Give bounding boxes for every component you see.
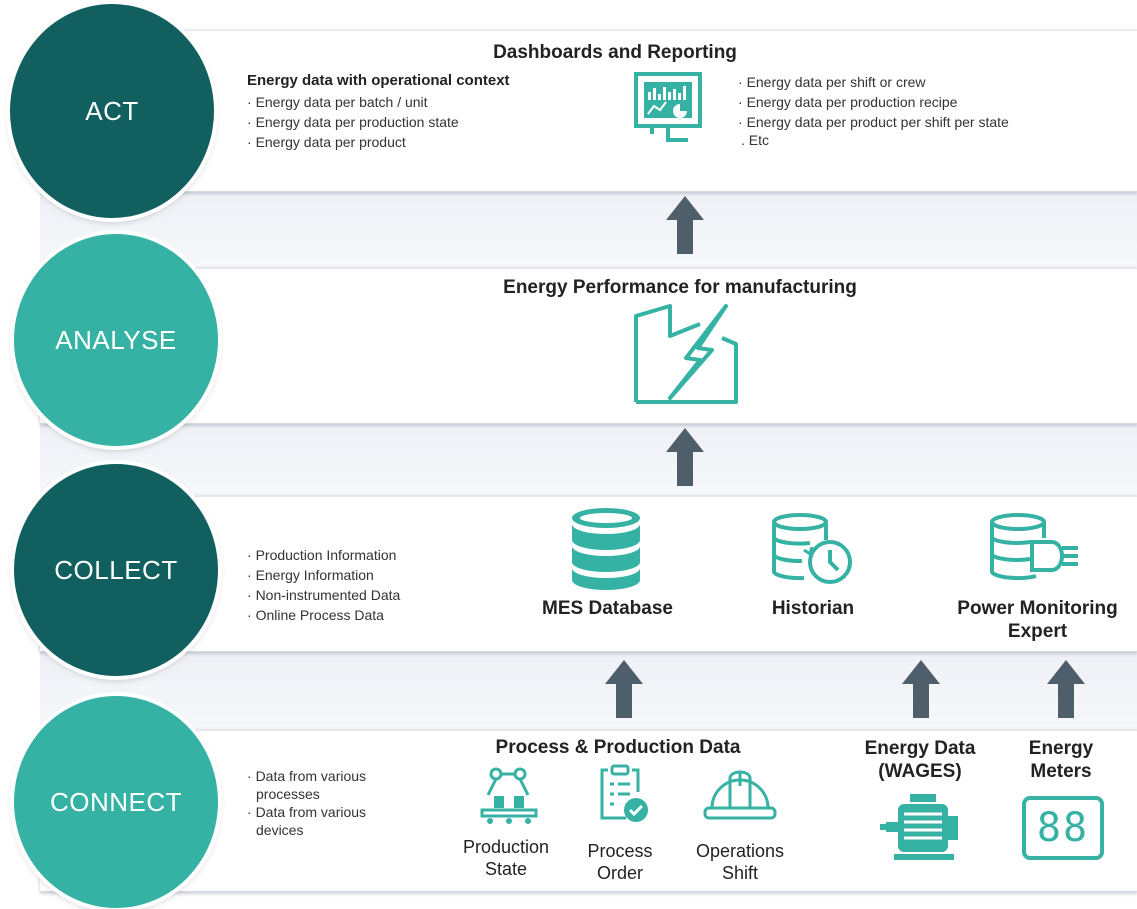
list-item: · Data from various (247, 804, 367, 820)
act-etc: . Etc (741, 132, 770, 148)
robot-arm-icon (480, 767, 538, 824)
list-item: Production Information (247, 545, 400, 565)
list-item-cont: processes (256, 786, 320, 802)
act-left-list: Energy data per batch / unit Energy data… (247, 92, 459, 152)
mes-database-label: MES Database (542, 598, 673, 619)
historian-icon (772, 513, 852, 584)
energy-meters-label: Energy Meters (1010, 737, 1112, 783)
list-item: Energy data per batch / unit (247, 92, 459, 112)
gap-analyse-collect (40, 422, 1137, 496)
dashboard-icon (634, 72, 702, 142)
up-arrow-icon (605, 660, 643, 718)
power-monitoring-line2: Expert (1007, 621, 1068, 642)
energy-meters-line2: Meters (1030, 761, 1092, 782)
connect-list: · Data from various processes · Data fro… (247, 767, 366, 839)
list-item: Energy Information (247, 565, 400, 585)
power-database-icon (990, 513, 1078, 581)
power-monitoring-label: Power Monitoring Expert (940, 597, 1135, 643)
collect-circle: COLLECT (14, 464, 218, 676)
up-arrow-icon (666, 428, 704, 486)
factory-lightning-icon (634, 304, 738, 404)
list-item-cont: devices (256, 822, 304, 838)
act-context-title: Energy data with operational context (247, 72, 510, 89)
energy-meter-icon: 88 (1022, 796, 1104, 860)
database-icon (572, 508, 640, 590)
process-order-line2: Order (596, 863, 643, 883)
up-arrow-icon (902, 660, 940, 718)
list-item: · Data from various (247, 768, 367, 784)
production-state-label: Production State (446, 836, 566, 880)
analyse-label: ANALYSE (55, 324, 177, 355)
act-circle: ACT (10, 4, 214, 218)
energy-data-line2: (WAGES) (878, 761, 962, 782)
list-item: Energy data per shift or crew (738, 72, 1009, 92)
operations-shift-line2: Shift (721, 863, 759, 883)
motor-icon (880, 794, 958, 860)
process-production-title: Process & Production Data (495, 737, 741, 758)
up-arrow-icon (666, 196, 704, 254)
collect-label: COLLECT (54, 554, 178, 585)
hard-hat-icon (703, 770, 777, 820)
connect-band (40, 730, 1137, 892)
list-item: Energy data per product per shift per st… (738, 112, 1009, 132)
energy-data-line1: Energy Data (864, 738, 976, 759)
list-item: Energy data per product (247, 132, 459, 152)
process-order-label: Process Order (570, 840, 670, 884)
connect-circle: CONNECT (14, 696, 218, 908)
analyse-circle: ANALYSE (14, 234, 218, 446)
list-item: Non-instrumented Data (247, 585, 401, 605)
act-title: Dashboards and Reporting (493, 42, 737, 63)
operations-shift-line1: Operations (695, 841, 785, 861)
connect-label: CONNECT (49, 786, 183, 817)
collect-list: Production Information Energy Informatio… (247, 545, 401, 625)
power-monitoring-line1: Power Monitoring (957, 598, 1118, 619)
act-right-list: Energy data per shift or crew Energy dat… (738, 72, 1009, 132)
list-item: Energy data per production recipe (738, 92, 1009, 112)
list-item: Energy data per production state (247, 112, 459, 132)
energy-meters-line1: Energy (1028, 738, 1094, 759)
analyse-band (40, 268, 1137, 424)
historian-label: Historian (771, 598, 855, 619)
up-arrow-icon (1047, 660, 1085, 718)
meter-display: 88 (1036, 805, 1090, 851)
operations-shift-label: Operations Shift (680, 840, 800, 884)
production-state-line1: Production (462, 837, 550, 857)
gap-act-analyse (40, 190, 1137, 268)
process-order-line1: Process (587, 841, 653, 861)
list-item: Online Process Data (247, 605, 400, 625)
energy-data-label: Energy Data (WAGES) (850, 737, 990, 783)
production-state-line2: State (484, 859, 528, 879)
analyse-title: Energy Performance for manufacturing (503, 277, 857, 298)
gap-collect-connect (40, 650, 1137, 730)
act-label: ACT (85, 95, 139, 126)
clipboard-check-icon (600, 764, 648, 822)
